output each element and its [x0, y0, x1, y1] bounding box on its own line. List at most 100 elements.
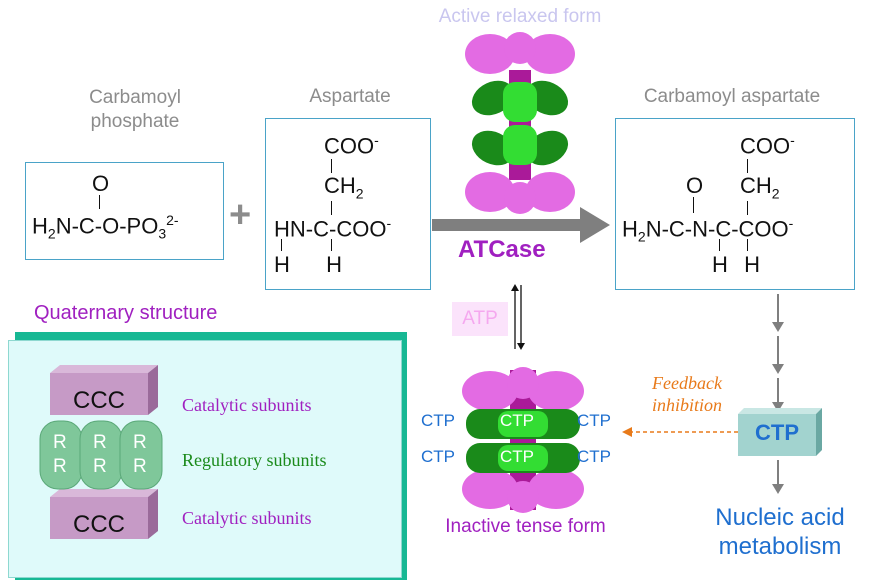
atp-label: ATP — [452, 302, 508, 336]
catalytic-subunit — [462, 371, 518, 411]
carbamoyl-aspartate-box: COO- O CH2 H2N-C-N-C-COO- H H — [615, 118, 855, 290]
nucleic-arrowhead — [772, 484, 784, 494]
bond-line — [331, 159, 332, 173]
bond-line — [693, 197, 694, 213]
bond-line — [331, 239, 332, 251]
catalytic-subunit — [507, 367, 539, 399]
product-coo-charge: - — [790, 132, 795, 148]
nucleic-line1: Nucleic acid — [715, 504, 845, 531]
aspartate-coo-charge: - — [374, 132, 379, 148]
feedback-arrowhead — [622, 427, 632, 437]
r-subunit-cylinder — [119, 420, 163, 490]
aspartate-row-charge: - — [386, 215, 392, 231]
regulatory-subunit-light — [498, 411, 548, 437]
catalytic-subunit — [462, 469, 518, 509]
ctp-box-side — [816, 408, 822, 456]
ctp-label-center-top: CTP — [500, 411, 534, 430]
carbamoyl-phosphate-label: Carbamoyl phosphate — [55, 86, 215, 134]
bond-line — [281, 239, 282, 251]
reaction-arrow — [432, 207, 610, 243]
feedback-line1: Feedback — [652, 373, 722, 393]
regulatory-subunits-caption: Regulatory subunits — [182, 450, 327, 470]
catalytic-subunit — [504, 32, 536, 64]
active-enzyme-structure — [465, 32, 575, 214]
formula-h: H — [32, 213, 48, 239]
quaternary-figure — [39, 365, 163, 539]
catalytic-subunit — [504, 182, 536, 214]
carbamoyl-aspartate-label: Carbamoyl aspartate — [643, 86, 821, 107]
r-label: R — [53, 456, 67, 477]
catalytic-subunit — [465, 172, 515, 212]
ctp-label-right-top: CTP — [577, 411, 611, 430]
carbamoyl-phosphate-label-line1: Carbamoyl — [89, 87, 181, 108]
ctp-label-left-top: CTP — [421, 411, 455, 430]
regulatory-subunit-light — [503, 82, 537, 122]
formula-charge: 2- — [166, 212, 179, 228]
catalytic-subunits-top-caption: Catalytic subunits — [182, 395, 312, 415]
pathway-arrows — [772, 294, 784, 412]
nucleic-line2: metabolism — [718, 533, 842, 560]
product-ch2-text: CH — [740, 173, 772, 198]
catalytic-subunit — [528, 371, 584, 411]
double-bond-line — [99, 195, 100, 209]
ccc-top-label: CCC — [73, 387, 125, 414]
ccc-top-box-side — [148, 365, 158, 415]
aspartate-ch2-sub: 2 — [355, 185, 364, 202]
feedback-arrow — [622, 427, 738, 437]
aspartate-coo-top: COO- — [324, 133, 379, 157]
product-row-text: N-C-N-C-COO — [645, 216, 789, 242]
product-row-charge: - — [788, 215, 794, 231]
ctp-label-left-bottom: CTP — [421, 447, 455, 466]
bond-line — [331, 201, 332, 215]
ccc-bottom-box-face — [50, 497, 148, 539]
product-ch2: CH2 — [740, 173, 780, 202]
catalytic-subunits-bottom-caption: Catalytic subunits — [182, 508, 312, 528]
aspartate-main-row: HN-C-COO- — [274, 216, 391, 240]
r-label: R — [93, 432, 107, 453]
carbamoyl-phosphate-box: O H2N-C-O-PO32- — [25, 162, 224, 260]
pathway-arrowhead — [772, 402, 784, 412]
aspartate-row-text: HN-C-COO — [274, 216, 387, 242]
regulatory-subunit-light — [498, 445, 548, 471]
inactive-enzyme-structure — [462, 367, 584, 513]
product-row-h: H — [622, 216, 638, 242]
r-label: R — [133, 456, 147, 477]
feedback-inhibition-label: Feedback inhibition — [628, 372, 746, 416]
pathway-arrowhead — [772, 322, 784, 332]
up-arrowhead — [511, 284, 519, 291]
nucleic-acid-metabolism-label: Nucleic acid metabolism — [690, 503, 870, 561]
ccc-bottom-label: CCC — [73, 511, 125, 538]
bond-line — [747, 159, 748, 173]
ctp-box — [738, 408, 822, 456]
formula-h-sub: 2 — [47, 225, 56, 242]
aspartate-box: COO- CH2 HN-C-COO- H H — [265, 118, 431, 290]
ctp-label-center-bottom: CTP — [500, 447, 534, 466]
ctp-label-right-bottom: CTP — [577, 447, 611, 466]
catalytic-subunit — [525, 34, 575, 74]
equilibrium-arrows — [511, 284, 525, 350]
ctp-box-label: CTP — [755, 420, 799, 445]
ccc-top-box-top — [50, 365, 158, 373]
aspartate-ch2: CH2 — [324, 175, 364, 202]
catalytic-subunit — [507, 481, 539, 513]
aspartate-label: Aspartate — [309, 86, 391, 107]
ccc-bottom-box-side — [148, 489, 158, 539]
product-ch2-sub: 2 — [771, 185, 780, 202]
regulatory-subunit-light — [503, 125, 537, 165]
feedback-line2: inhibition — [651, 395, 722, 415]
product-hh: H H — [712, 252, 760, 277]
product-o: O — [686, 173, 704, 198]
catalytic-subunit — [465, 34, 515, 74]
ctp-box-top — [738, 408, 822, 414]
catalytic-subunit — [525, 172, 575, 212]
r-label: R — [53, 432, 67, 453]
r-label: R — [93, 456, 107, 477]
bond-line — [719, 239, 720, 251]
product-row-sub: 2 — [637, 228, 646, 245]
ctp-box-face — [738, 414, 816, 456]
reaction-arrow-shaft — [432, 219, 582, 231]
ccc-top-box-face — [50, 373, 148, 415]
aspartate-coo-text: COO — [324, 133, 375, 159]
product-coo-text: COO — [740, 133, 791, 159]
